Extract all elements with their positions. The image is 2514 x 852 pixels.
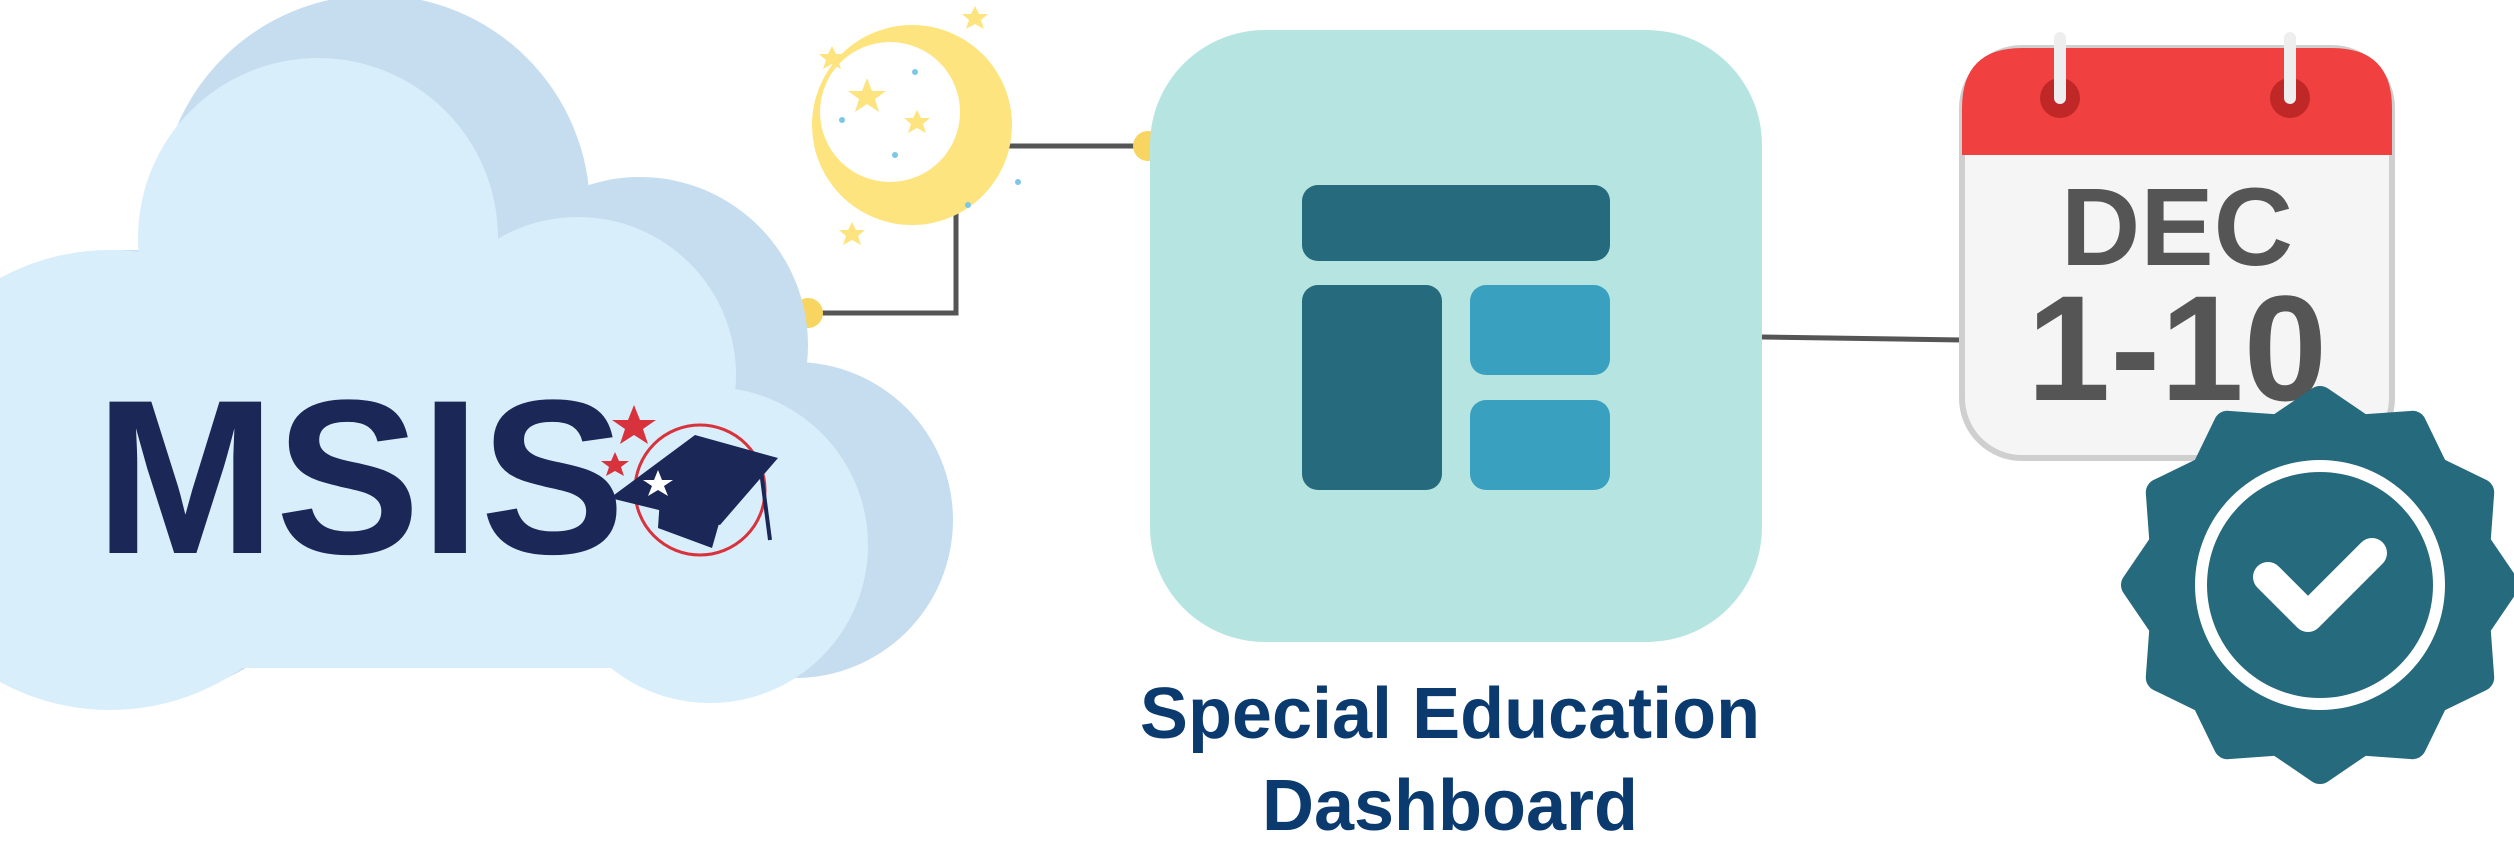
dashboard-layout-icon — [1150, 30, 1762, 642]
connector-cloud-to-moon — [793, 210, 959, 328]
connector-dashboard-to-calendar — [1761, 334, 1963, 343]
verified-check-badge-icon — [2121, 386, 2514, 784]
dashboard-caption: Special Education Dashboard — [1090, 668, 1810, 852]
star-icon — [612, 405, 656, 444]
caption-line-1: Special Education — [1139, 674, 1761, 754]
calendar-icon: DEC 1-10 — [1959, 32, 2395, 461]
check-icon — [2253, 538, 2387, 632]
msis-logo-text: MSIS — [95, 354, 625, 600]
crescent-moon-icon — [812, 6, 1021, 245]
calendar-month: DEC — [2061, 166, 2293, 289]
graduation-cap-icon — [601, 405, 778, 557]
connector-moon-to-dashboard — [1000, 131, 1163, 161]
calendar-days: 1-10 — [2027, 264, 2327, 432]
caption-line-2: Dashboard — [1261, 766, 1639, 846]
star-icon — [601, 452, 629, 476]
